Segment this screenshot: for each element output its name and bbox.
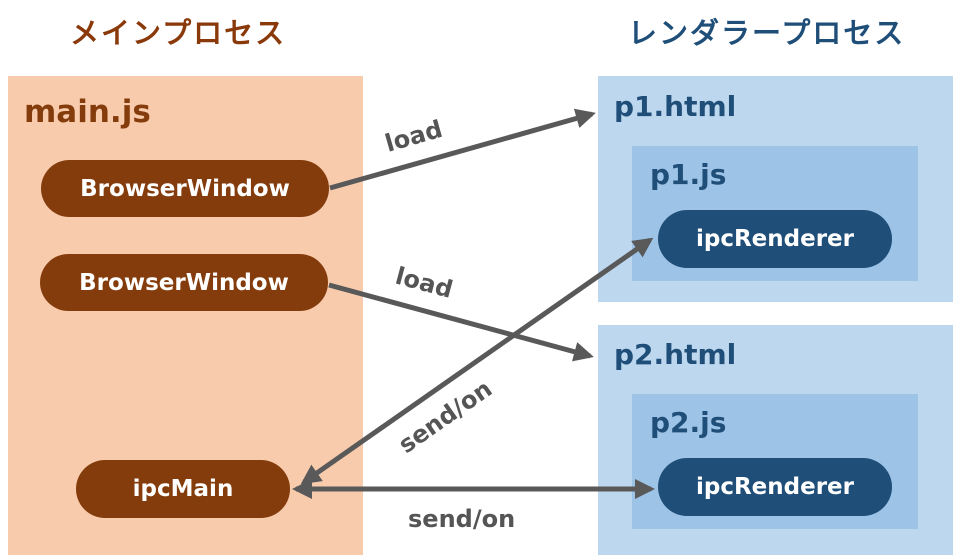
ipc-renderer-node-2: ipcRenderer <box>658 458 892 516</box>
load-label-2: load <box>392 262 455 304</box>
browser-window-node-1: BrowserWindow <box>41 160 329 217</box>
p1-js-label: p1.js <box>650 158 727 191</box>
p2-js-label: p2.js <box>650 406 727 439</box>
load-arrow-2 <box>328 282 594 362</box>
send-on-label-2: send/on <box>408 505 515 533</box>
main-process-heading: メインプロセス <box>70 16 287 50</box>
p1-html-label: p1.html <box>614 90 737 123</box>
main-js-label: main.js <box>24 94 151 130</box>
load-arrow-1 <box>329 108 596 191</box>
browser-window-node-2: BrowserWindow <box>40 254 328 311</box>
load-label-1: load <box>382 115 446 158</box>
renderer-process-heading: レンダラープロセス <box>628 16 906 50</box>
send-on-arrow-1 <box>300 237 654 485</box>
ipc-renderer-node-1: ipcRenderer <box>658 210 892 268</box>
ipc-main-node: ipcMain <box>76 460 290 518</box>
send-on-label-1: send/on <box>393 375 497 459</box>
